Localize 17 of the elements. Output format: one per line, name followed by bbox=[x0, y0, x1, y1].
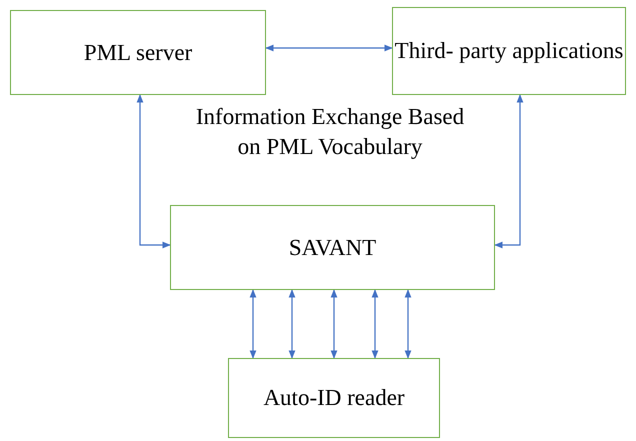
arrow bbox=[494, 94, 524, 248]
arrow bbox=[288, 289, 296, 359]
arrow bbox=[265, 44, 393, 52]
process-box bbox=[170, 205, 495, 290]
process-box bbox=[228, 358, 440, 438]
arrow bbox=[250, 289, 256, 359]
arrow bbox=[330, 289, 338, 359]
box-label: Auto-ID reader bbox=[263, 384, 405, 412]
box-label: Third- party applications bbox=[394, 37, 624, 66]
process-box bbox=[10, 10, 266, 95]
arrow bbox=[404, 289, 412, 359]
arrow bbox=[372, 289, 378, 359]
process-box bbox=[392, 7, 626, 95]
box-label: PML server bbox=[84, 38, 192, 67]
arrow bbox=[136, 94, 171, 248]
annotation-text: Information Exchange Based on PML Vocabulary bbox=[195, 103, 465, 161]
box-label: SAVANT bbox=[288, 234, 376, 262]
